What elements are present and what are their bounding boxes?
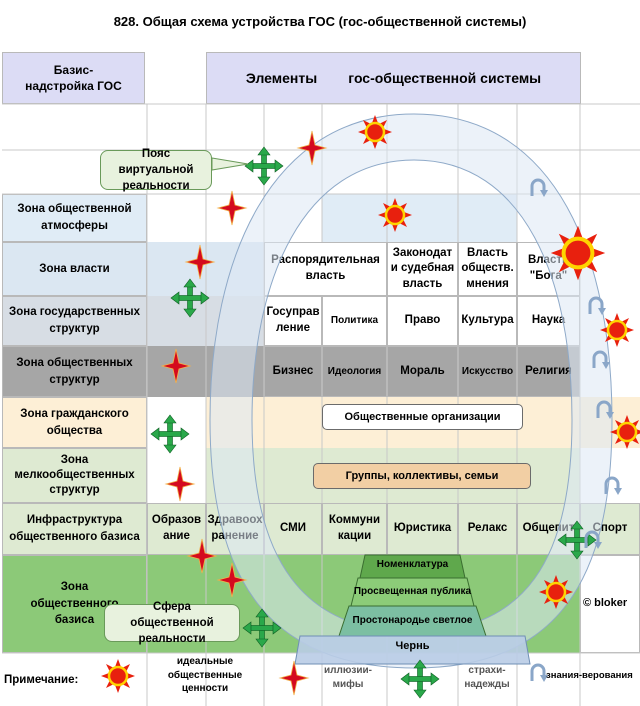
infra-communications: Коммуни кации bbox=[322, 503, 387, 555]
power-legislative: Законодат и судебная власть bbox=[387, 242, 458, 296]
legend-label: Примечание: bbox=[4, 674, 79, 686]
small-groups-box: Группы, коллективы, семьи bbox=[313, 463, 531, 489]
legend-knowledge: знания-верования bbox=[546, 670, 633, 681]
power-opinion: Власть обществ. мнения bbox=[458, 242, 517, 296]
page-title: 828. Общая схема устройства ГОС (гос-общ… bbox=[113, 14, 527, 29]
civil-organizations-box: Общественные организации bbox=[322, 404, 523, 430]
zone-small-structures: Зона мелкообщественных структур bbox=[2, 448, 147, 503]
zone-civil-society: Зона гражданского общества bbox=[2, 397, 147, 448]
pyramid-nomenklatura: Номенклатура bbox=[376, 559, 449, 570]
copyright-label: © bloker bbox=[583, 597, 628, 609]
legend-fears: страхи- надежды bbox=[464, 665, 510, 690]
power-executive: Распорядительная власть bbox=[264, 242, 387, 296]
public-art: Искусство bbox=[458, 346, 517, 397]
state-law: Право bbox=[387, 296, 458, 346]
public-ideology: Идеология bbox=[322, 346, 387, 397]
zone-infrastructure: Инфраструктура общественного базиса bbox=[2, 503, 147, 555]
callout-public-sphere: Сфера общественной реальности bbox=[104, 601, 240, 645]
infra-relax: Релакс bbox=[458, 503, 517, 555]
legend-illusions: иллюзии- мифы bbox=[324, 665, 372, 690]
zone-public-structures: Зона общественных структур bbox=[2, 346, 147, 397]
state-culture: Культура bbox=[458, 296, 517, 346]
zone-power: Зона власти bbox=[2, 242, 147, 296]
pyramid-mob: Чернь bbox=[395, 640, 430, 652]
state-governance: Госуправ ление bbox=[264, 296, 322, 346]
zone-state-structures: Зона государственных структур bbox=[2, 296, 147, 346]
social-pyramid bbox=[294, 554, 531, 665]
state-politics: Политика bbox=[322, 296, 387, 346]
public-morality: Мораль bbox=[387, 346, 458, 397]
header-elements: Элементы гос-общественной системы bbox=[206, 52, 581, 104]
infra-education: Образов ание bbox=[147, 503, 206, 555]
band-atmosphere bbox=[322, 194, 517, 242]
pyramid-common: Простонародье светлое bbox=[352, 615, 473, 626]
pyramid-enlightened: Просвещенная публика bbox=[353, 586, 472, 597]
legend-ideal-values: идеальные общественные ценности bbox=[167, 656, 243, 694]
public-business: Бизнес bbox=[264, 346, 322, 397]
